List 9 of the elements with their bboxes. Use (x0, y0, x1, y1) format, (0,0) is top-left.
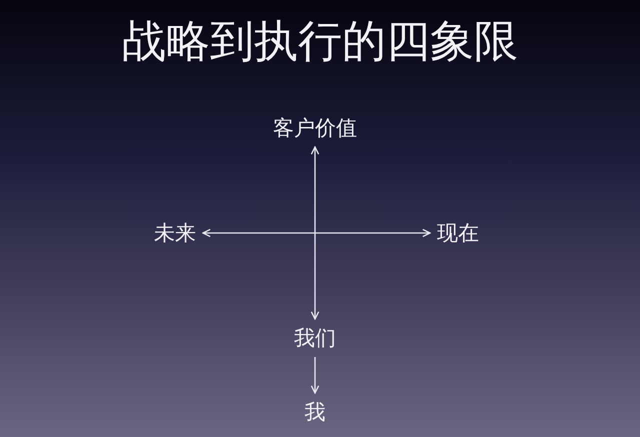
arrow (310, 146, 320, 320)
arrow (202, 228, 431, 238)
axis-label: 现在 (434, 218, 482, 248)
axis-label: 我 (302, 397, 328, 427)
axis-label: 我们 (291, 323, 339, 353)
axis-label: 客户价值 (270, 113, 360, 143)
axis-label: 未来 (151, 218, 199, 248)
title: 战略到执行的四象限 (121, 15, 519, 69)
arrow (310, 357, 320, 394)
